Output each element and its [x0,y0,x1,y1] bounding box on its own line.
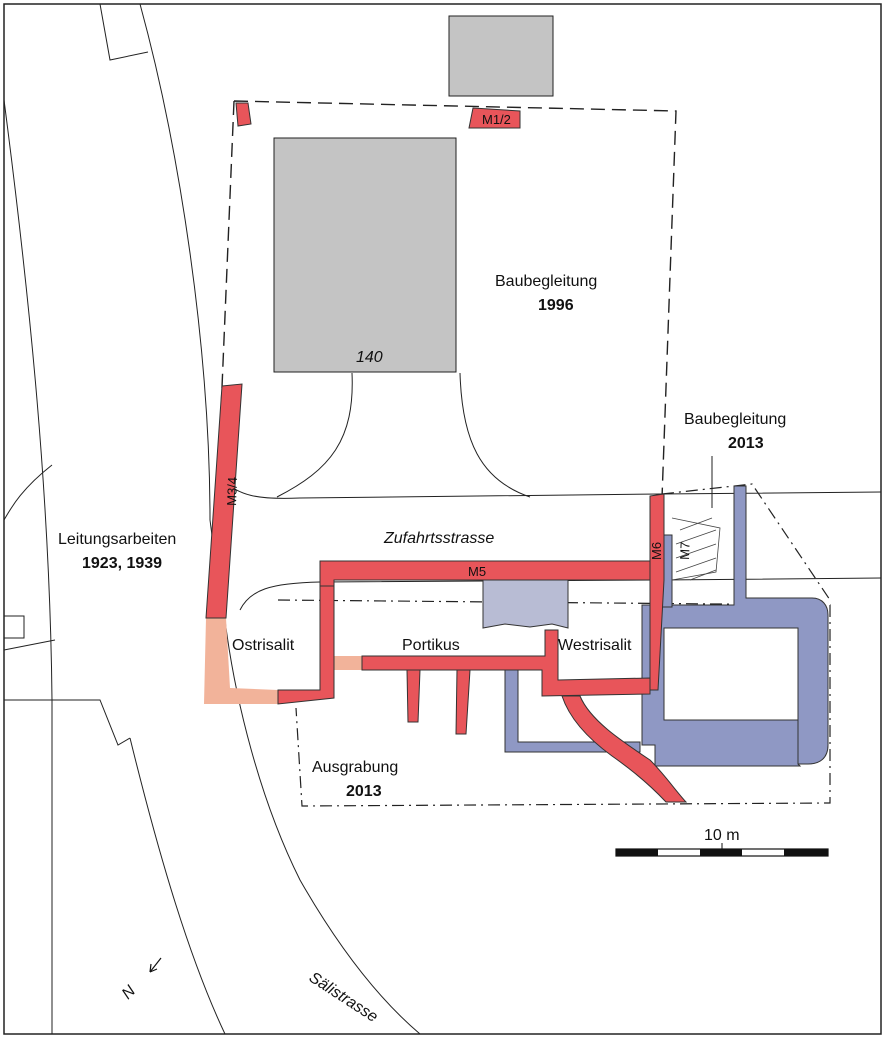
wall-label-m7: M7 [677,542,693,561]
label-years-1923-1939: 1923, 1939 [82,555,162,572]
label-portikus: Portikus [402,637,460,654]
label-year-2013-baubegleitung: 2013 [728,435,764,452]
label-year-2013-ausgrabung: 2013 [346,783,382,800]
wall-label-m34: M3/4 [224,477,240,506]
area-ausgrabung-2013 [277,599,831,807]
roman-walls [205,102,688,803]
label-leitungsarbeiten: Leitungsarbeiten [58,531,176,548]
label-ostrisalit: Ostrisalit [232,637,295,654]
wall-label-m6: M6 [649,542,664,560]
scale-bar [615,843,829,857]
area-baubegleitung-2013 [661,483,831,601]
label-westrisalit: Westrisalit [558,637,632,654]
wall-label-m5: M5 [468,564,486,579]
wall-m7-hatched [671,517,721,581]
building-north [448,15,554,97]
north-arrow-icon [149,957,162,973]
scale-label: 10 m [704,827,740,844]
building-number-140: 140 [356,349,383,366]
building-140 [273,137,457,373]
label-zufahrtsstrasse: Zufahrtsstrasse [383,530,494,547]
label-baubegleitung-2013: Baubegleitung [684,411,786,428]
label-baubegleitung-1996: Baubegleitung [495,273,597,290]
area-baubegleitung-1996 [212,100,677,603]
wall-label-m12: M1/2 [482,112,511,127]
label-year-1996: 1996 [538,297,574,314]
label-ausgrabung: Ausgrabung [312,759,398,776]
